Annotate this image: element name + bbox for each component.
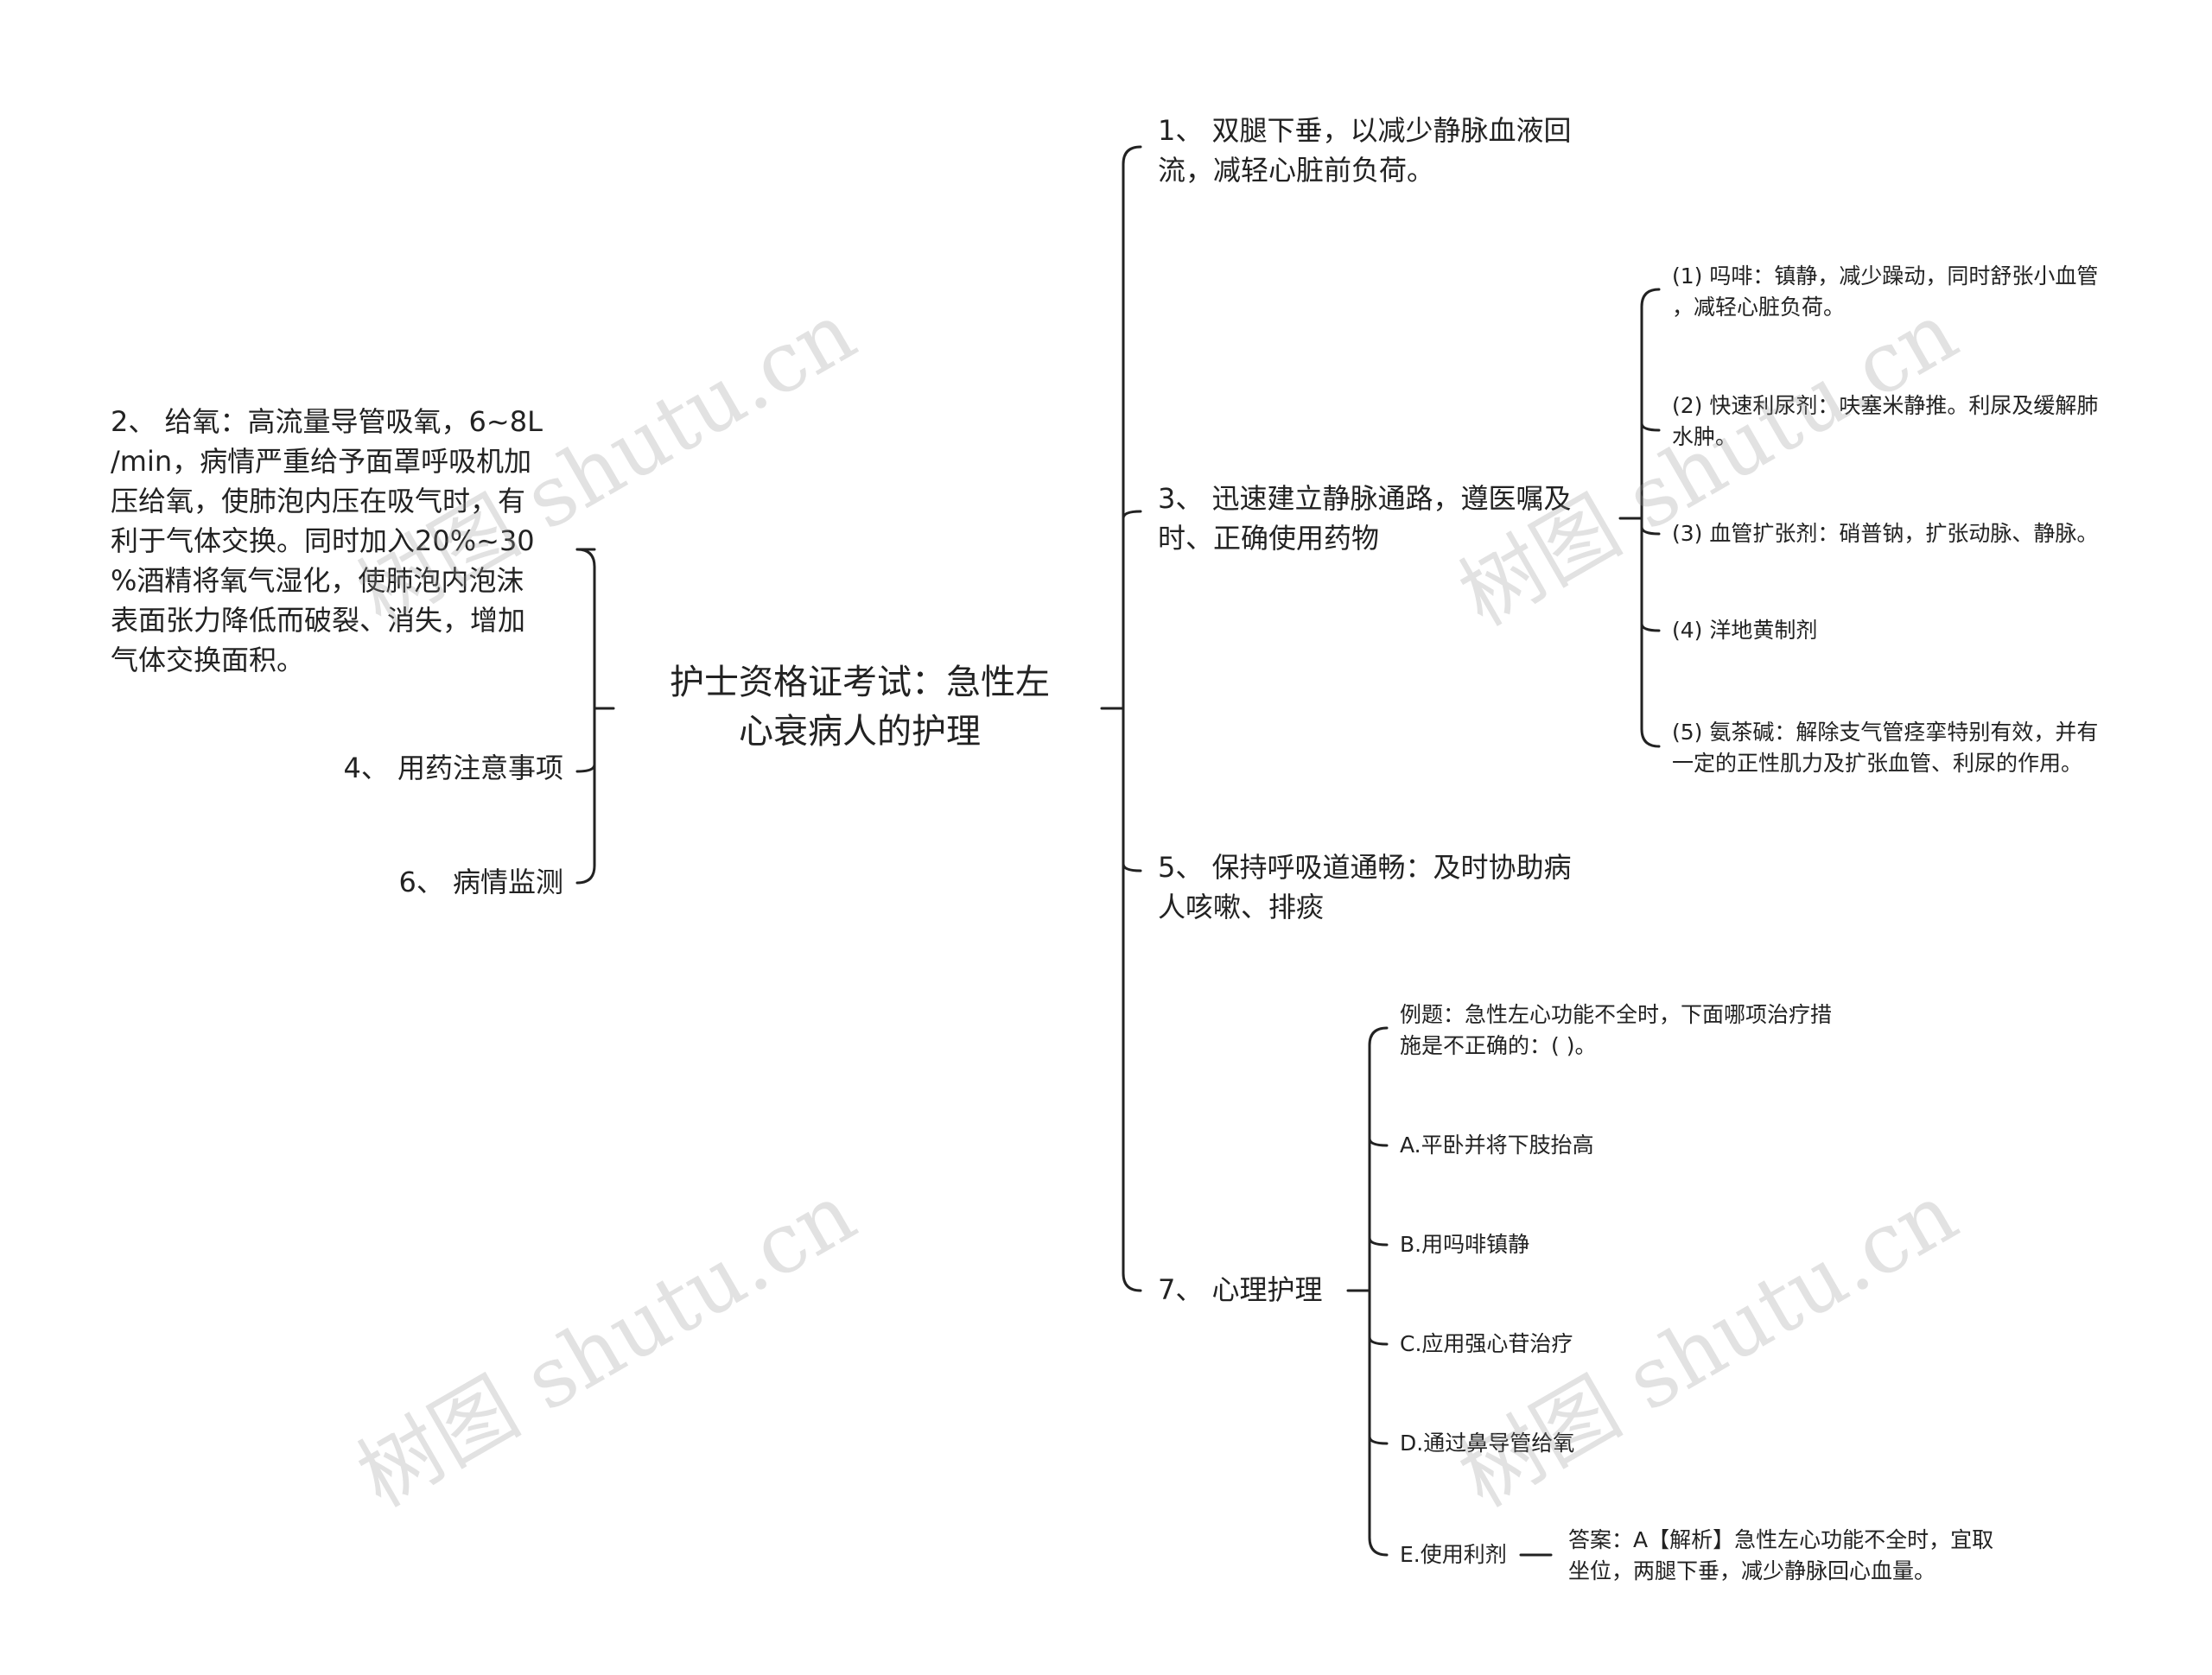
item7-sub-spine — [1368, 1026, 1389, 1557]
branch-legs-down[interactable]: 1、 双腿下垂，以减少静脉血液回 流，减轻心脏前负荷。 — [1158, 114, 1572, 187]
option-e[interactable]: E.使用利剂 — [1400, 1542, 1507, 1567]
connector-sub3 — [1640, 525, 1661, 536]
drug-digitalis[interactable]: (4) 洋地黄制剂 — [1672, 618, 1818, 643]
option-b[interactable]: B.用吗啡镇静 — [1400, 1232, 1530, 1257]
right-spine — [1122, 145, 1142, 1292]
connector-subC — [1368, 1336, 1389, 1346]
connector-right-item3 — [1122, 510, 1142, 520]
branch-oxygen[interactable]: 2、 给氧：高流量导管吸氧，6~8L /min，病情严重给予面罩呼吸机加 压给氧… — [111, 405, 543, 676]
connector-subD — [1368, 1435, 1389, 1445]
option-a[interactable]: A.平卧并将下肢抬高 — [1400, 1133, 1594, 1158]
branch-condition-monitoring[interactable]: 6、 病情监测 — [398, 866, 563, 898]
root-topic[interactable]: 护士资格证考试：急性左 心衰病人的护理 — [670, 663, 1050, 752]
left-spine — [575, 548, 596, 885]
answer-note[interactable]: 答案：A【解析】急性左心功能不全时，宜取 坐位，两腿下垂，减少静脉回心血量。 — [1568, 1527, 1994, 1583]
connector-right-item5 — [1122, 862, 1142, 872]
drug-diuretic[interactable]: (2) 快速利尿剂：呋塞米静推。利尿及缓解肺 水肿。 — [1672, 393, 2099, 449]
branch-airway[interactable]: 5、 保持呼吸道通畅：及时协助病 人咳嗽、排痰 — [1158, 851, 1572, 923]
drug-morphine[interactable]: (1) 吗啡：镇静，减少躁动，同时舒张小血管 ，减轻心脏负荷。 — [1672, 263, 2099, 320]
drug-vasodilator[interactable]: (3) 血管扩张剂：硝普钠，扩张动脉、静脉。 — [1672, 521, 2099, 546]
option-c[interactable]: C.应用强心苷治疗 — [1400, 1331, 1573, 1356]
option-d[interactable]: D.通过鼻导管给氧 — [1400, 1431, 1575, 1456]
connector-sub4 — [1640, 622, 1661, 632]
connector-sub2 — [1640, 422, 1661, 432]
example-question[interactable]: 例题：急性左心功能不全时，下面哪项治疗措 施是不正确的：( )。 — [1400, 1002, 1833, 1058]
connector-left-item4 — [575, 763, 596, 773]
item3-sub-spine — [1640, 288, 1661, 748]
branch-iv-access[interactable]: 3、 迅速建立静脉通路，遵医嘱及 时、正确使用药物 — [1158, 482, 1572, 555]
connector-subA — [1368, 1137, 1389, 1147]
branch-psychological-care[interactable]: 7、 心理护理 — [1158, 1273, 1323, 1306]
drug-aminophylline[interactable]: (5) 氨茶碱：解除支气管痉挛特别有效，并有 一定的正性肌力及扩张血管、利尿的作… — [1672, 720, 2099, 776]
connector-subB — [1368, 1236, 1389, 1247]
branch-medication-notes[interactable]: 4、 用药注意事项 — [343, 752, 563, 784]
